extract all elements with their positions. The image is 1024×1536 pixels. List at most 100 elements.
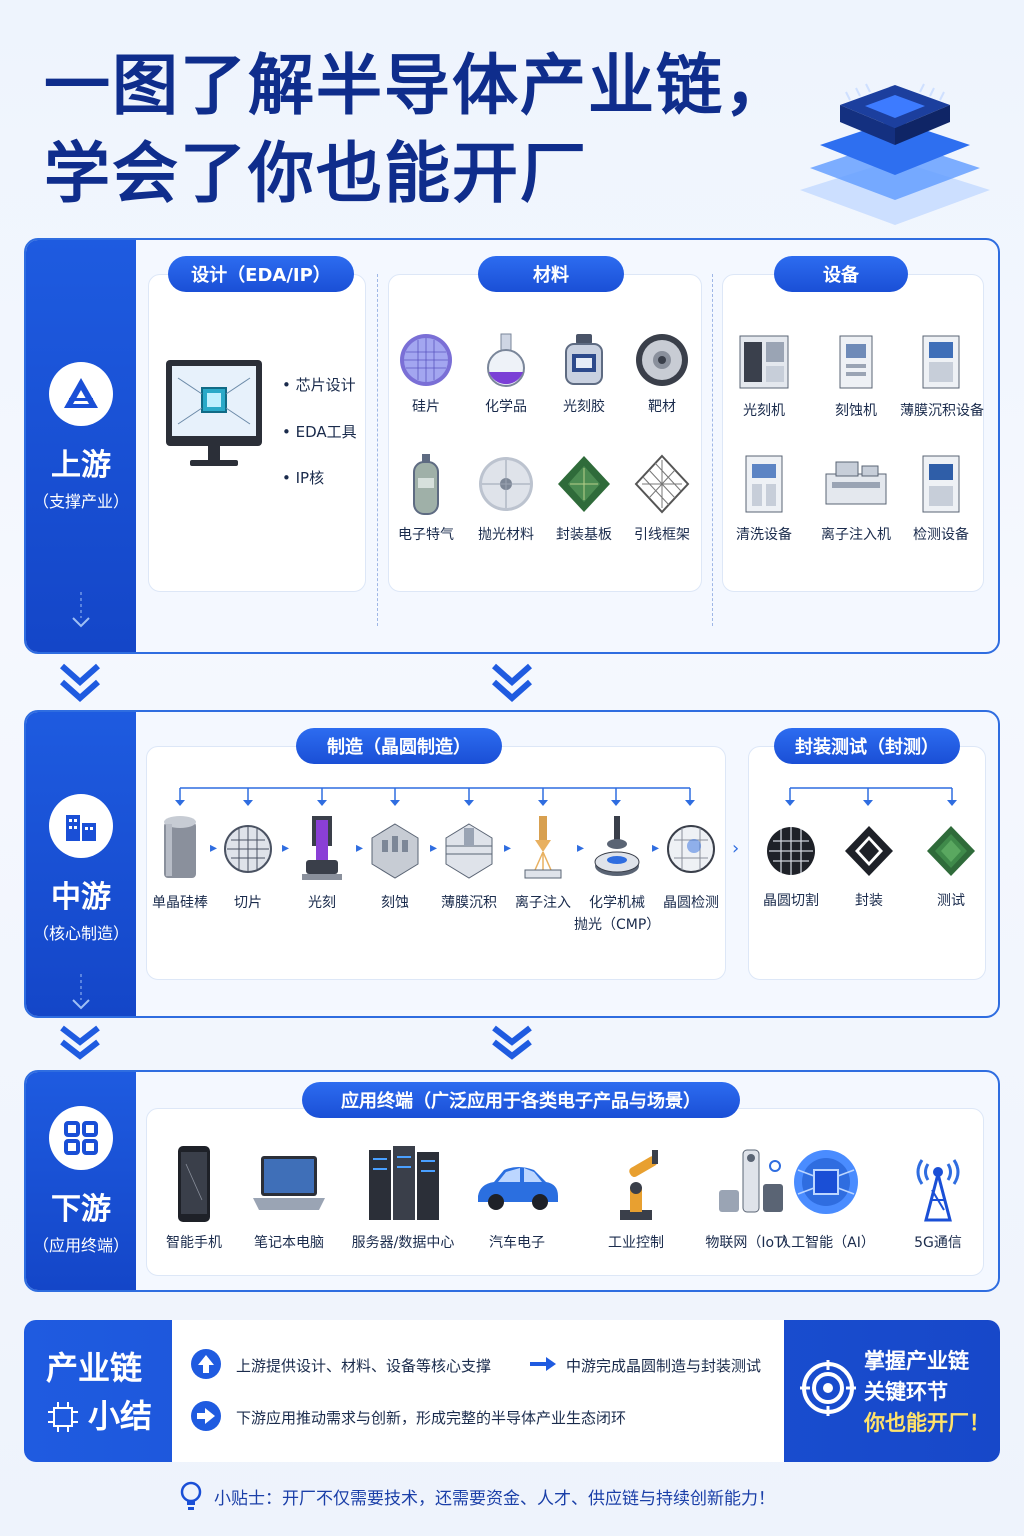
down-chevron-icon [72, 592, 90, 628]
material-photoresist: 光刻胶 [548, 332, 620, 416]
app-ai: 人工智能（AI） [776, 1144, 876, 1252]
equipment-panel [722, 274, 984, 592]
step-etching: 刻蚀 [363, 814, 427, 912]
material-chemicals: 化学品 [470, 332, 542, 416]
wafer-slicing-icon [224, 825, 272, 873]
double-chevron-down-icon [60, 1025, 100, 1060]
midstream-sidebar: 中游 （核心制造） [26, 712, 136, 1016]
laptop-icon [253, 1156, 325, 1210]
divider [712, 274, 713, 626]
step-cmp: 化学机械 抛光（CMP） [574, 814, 660, 936]
iot-devices-icon [719, 1149, 783, 1213]
downstream-sidebar: 下游 （应用终端） [26, 1072, 136, 1290]
midstream-icon [49, 794, 113, 858]
equipment-inspection: 检测设备 [900, 452, 982, 544]
downstream-section: 下游 （应用终端） 应用终端（广泛应用于各类电子产品与场景） 智能手机 笔记本电… [24, 1070, 1000, 1292]
equipment-implanter: 离子注入机 [816, 452, 896, 544]
thin-film-icon [445, 823, 493, 879]
design-bullet-3: • IP核 [282, 469, 325, 487]
step-inspection: 晶圆检测 [658, 814, 724, 912]
materials-pill: 材料 [478, 256, 624, 292]
manufacturing-pill: 制造（晶圆制造） [296, 728, 502, 764]
material-gas: 电子特气 [390, 452, 462, 544]
design-pill: 设计（EDA/IP） [168, 256, 354, 292]
app-laptop: 笔记本电脑 [244, 1144, 334, 1252]
downstream-sublabel: （应用终端） [32, 1236, 129, 1255]
title-line-2: 学会了你也能开厂 [44, 135, 588, 212]
equipment-pill: 设备 [774, 256, 908, 292]
step-deposition: 薄膜沉积 [434, 814, 504, 912]
flow-arrow-icon: ▸ [504, 840, 512, 856]
wafer-icon [400, 334, 452, 386]
process-bracket [175, 787, 695, 806]
lightbulb-icon [180, 1481, 202, 1510]
package-chip-icon [845, 826, 893, 876]
flow-arrow-icon: ▸ [210, 840, 218, 856]
upstream-section: 上游 （支撑产业） 设计（EDA/IP） • 芯片设计 • EDA工具 • IP… [24, 238, 1000, 654]
material-target: 靶材 [626, 332, 698, 416]
server-rack-icon [369, 1146, 439, 1220]
lithography-machine-icon [739, 335, 789, 389]
app-iot: 物联网（IoT） [698, 1144, 804, 1252]
inspection-machine-icon [922, 455, 960, 513]
equipment-etcher: 刻蚀机 [816, 332, 896, 420]
etching-icon [371, 823, 419, 879]
summary-point-1a: 上游提供设计、材料、设备等核心支撑 [236, 1357, 492, 1375]
midstream-section: 中游 （核心制造） 制造（晶圆制造） 单晶硅棒 切片 光刻 刻蚀 薄膜沉积 [24, 710, 1000, 1018]
downstream-label: 下游 [51, 1192, 111, 1227]
equipment-deposition: 薄膜沉积设备 [900, 332, 984, 420]
design-bullet-1: • 芯片设计 [282, 376, 356, 394]
title-line-1: 一图了解半导体产业链， [44, 47, 792, 124]
arrow-right-circle-icon [191, 1401, 221, 1431]
app-automotive: 汽车电子 [472, 1144, 562, 1252]
arrow-up-icon [191, 1349, 221, 1379]
materials-panel [388, 274, 702, 592]
substrate-icon [558, 456, 610, 512]
wafer-inspection-icon [667, 825, 715, 873]
cleaning-machine-icon [745, 455, 783, 513]
ai-brain-icon [794, 1150, 858, 1214]
summary-box: 产业链 小结 上游提供设计、材料、设备等核心支撑 中游完成晶圆制造与封装测试 下… [24, 1320, 1000, 1462]
app-server: 服务器/数据中心 [338, 1144, 468, 1252]
deposition-machine-icon [922, 335, 960, 389]
flow-arrow-icon: ▸ [430, 840, 438, 856]
material-substrate: 封装基板 [548, 452, 620, 544]
polishing-pad-icon [479, 457, 533, 511]
summary-content: 上游提供设计、材料、设备等核心支撑 中游完成晶圆制造与封装测试 下游应用推动需求… [172, 1320, 784, 1462]
flow-arrow-icon: ▸ [356, 840, 364, 856]
monitor-icon [166, 360, 262, 466]
summary-point-1b: 中游完成晶圆制造与封装测试 [566, 1357, 762, 1375]
flow-arrow-icon: ▸ [577, 840, 585, 856]
packaging-bracket [785, 787, 957, 806]
double-chevron-down-icon [492, 663, 532, 703]
antenna-tower-icon [916, 1159, 960, 1222]
material-leadframe: 引线框架 [626, 452, 698, 544]
midstream-sublabel: （核心制造） [32, 924, 129, 943]
lithography-icon [302, 816, 342, 880]
summary-right-text: 掌握产业链 关键环节 你也能开厂！ [864, 1349, 990, 1435]
target-icon [800, 1360, 856, 1416]
cmp-polisher-icon [594, 816, 640, 876]
flow-arrow-icon: ▸ [652, 840, 660, 856]
silicon-ingot-icon [164, 816, 196, 878]
tested-chip-icon [927, 826, 975, 876]
photoresist-bottle-icon [565, 334, 603, 385]
upstream-sidebar: 上游 （支撑产业） [26, 240, 136, 652]
upstream-icon [49, 362, 113, 426]
ion-implanter-icon [825, 461, 887, 505]
step-dicing: 晶圆切割 [756, 820, 826, 910]
step-package: 封装 [834, 820, 904, 910]
summary-point-2: 下游应用推动需求与创新，形成完整的半导体产业生态闭环 [236, 1409, 627, 1427]
design-bullet-2: • EDA工具 [282, 423, 357, 441]
flask-icon [487, 333, 525, 387]
step-implant: 离子注入 [509, 814, 577, 912]
page-title: 一图了解半导体产业链， 学会了你也能开厂 [44, 42, 792, 218]
summary-label: 产业链 小结 [46, 1349, 153, 1435]
app-5g: 5G通信 [906, 1144, 970, 1252]
chip-outline-icon [48, 1402, 78, 1432]
upstream-sublabel: （支撑产业） [32, 492, 129, 511]
chip-illustration [800, 83, 990, 225]
target-disc-icon [636, 334, 688, 386]
packaging-pill: 封装测试（封测） [774, 728, 960, 764]
chevron-right-icon: › [732, 838, 740, 859]
